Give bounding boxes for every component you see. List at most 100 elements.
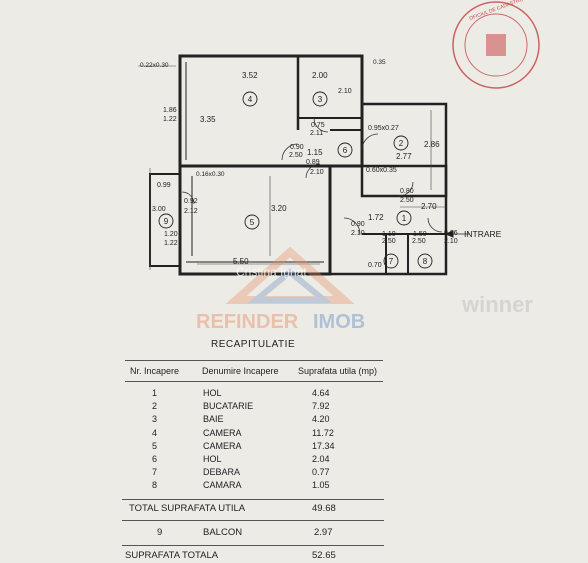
winner-watermark: winner — [462, 292, 533, 317]
row-name: BUCATARIE — [203, 401, 254, 412]
dimension-lines — [138, 65, 446, 270]
dimension-label: 5.50 — [233, 257, 249, 266]
dimension-label: 2.10 — [310, 169, 324, 176]
balcony-nr: 9 — [157, 527, 163, 538]
dimension-label: 1.15 — [307, 148, 323, 157]
row-area: 17.34 — [312, 440, 335, 451]
row-nr: 8 — [152, 480, 158, 491]
dimension-label: 1.72 — [368, 213, 384, 222]
row-nr: 7 — [152, 467, 158, 478]
room-marker-5 — [244, 214, 260, 230]
refinder-watermark: REFINDER — [196, 311, 299, 333]
dimension-label: 2.10 — [444, 238, 458, 245]
room-marker-8 — [417, 253, 433, 269]
dimension-label: 1.86 — [163, 107, 177, 114]
dimension-label: 1.22 — [164, 240, 178, 247]
dimension-label: 1.20 — [164, 231, 178, 238]
room-marker-3 — [312, 91, 328, 107]
room-marker-9 — [158, 213, 174, 229]
dimension-label: 2.70 — [421, 202, 437, 211]
dimension-label: 2.86 — [424, 140, 440, 149]
balcony-rule — [122, 520, 384, 521]
row-name: CAMARA — [203, 480, 242, 491]
dimension-label: 0.35 — [373, 59, 386, 66]
dimension-label: 2.50 — [412, 238, 426, 245]
total-label: SUPRAFATA TOTALA — [125, 550, 219, 561]
dimension-label: 0.22x0.30 — [140, 62, 169, 69]
dimension-label: 3.00 — [152, 206, 166, 213]
dimension-label: 3.52 — [242, 71, 258, 80]
room-number: 8 — [423, 257, 428, 266]
grand-total-rule — [122, 545, 384, 546]
room-number: 2 — [399, 139, 404, 148]
entrance-arrow — [444, 230, 470, 238]
room-marker-1 — [396, 210, 412, 226]
dimension-label: 0.89 — [306, 159, 320, 166]
total-rule — [122, 499, 384, 500]
dimension-label: 2.50 — [400, 197, 414, 204]
cristina-watermark: Cristina Ignat — [236, 265, 307, 279]
table-row: 7 DEBARA 0.77 — [0, 467, 588, 480]
row-area: 0.77 — [312, 467, 330, 478]
room-marker-7 — [383, 253, 399, 269]
dimension-label: 0.75 — [311, 122, 325, 129]
dimension-label: 2.12 — [184, 208, 198, 215]
room-number: 1 — [402, 214, 407, 223]
dimension-label: 0.16x0.30 — [196, 171, 225, 178]
total-util-label: TOTAL SUPRAFATA UTILA — [129, 503, 246, 514]
dimension-label: 0.90 — [351, 221, 365, 228]
dimension-label: 0.90 — [290, 144, 304, 151]
table-row: 6 HOL 2.04 — [0, 454, 588, 467]
dimension-label: 3.35 — [200, 115, 216, 124]
dimension-label: 1.50 — [413, 231, 427, 238]
room-markers — [158, 91, 433, 269]
balcony-name: BALCON — [203, 527, 243, 538]
dimension-label: 2.77 — [396, 152, 412, 161]
dimension-label: 2.50 — [382, 238, 396, 245]
door-swings — [181, 117, 443, 235]
dimension-label: 0.92 — [184, 198, 198, 205]
imob-watermark: IMOB — [313, 311, 366, 333]
row-name: BAIE — [203, 414, 224, 425]
dimension-label: 2.11 — [310, 130, 323, 137]
balcony-area: 2.97 — [314, 527, 333, 538]
total-value: 52.65 — [312, 550, 336, 561]
row-area: 11.72 — [312, 427, 334, 438]
room-marker-2 — [393, 135, 409, 151]
house-logo-icon — [225, 246, 355, 304]
row-name: DEBARA — [203, 467, 241, 478]
row-nr: 6 — [152, 454, 158, 464]
row-nr: 1 — [152, 388, 158, 398]
dimension-label: 1.10 — [382, 231, 396, 238]
row-name: CAMERA — [203, 440, 242, 451]
room-number: 3 — [318, 95, 323, 104]
row-area: 2.04 — [312, 454, 330, 464]
row-name: HOL — [203, 454, 222, 464]
row-area: 7.92 — [312, 401, 330, 412]
dimension-label: 0.95x0.27 — [368, 125, 399, 132]
dimension-label: 0.80 — [400, 188, 414, 195]
dimension-label: 0.96 — [444, 230, 458, 237]
summary-title: RECAPITULATIE — [211, 339, 296, 350]
dimension-label: 2.00 — [312, 71, 328, 80]
dimension-label: 0.99 — [157, 182, 171, 189]
room-marker-4 — [242, 91, 258, 107]
dimension-label: 2.10 — [338, 88, 352, 95]
entrance-label: INTRARE — [464, 229, 502, 239]
row-nr: 5 — [152, 440, 158, 451]
row-area: 4.64 — [312, 388, 330, 398]
room-number: 7 — [389, 257, 394, 266]
header-name: Denumire Incapere — [202, 366, 279, 376]
total-util-value: 49.68 — [312, 503, 336, 514]
dimension-label: 2.50 — [289, 152, 303, 159]
dimension-label: 3.20 — [271, 204, 287, 213]
header-area: Suprafata utila (mp) — [298, 366, 378, 376]
table-top-rule — [125, 360, 383, 361]
